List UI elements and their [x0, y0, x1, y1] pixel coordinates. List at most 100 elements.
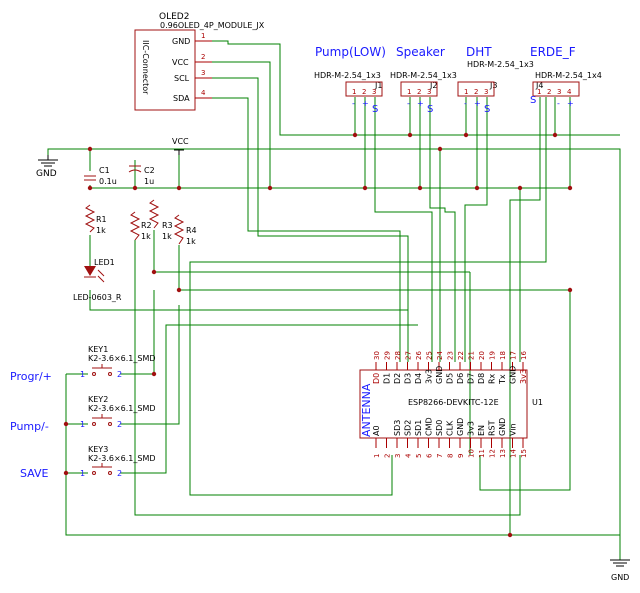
- key-3: SAVE KEY3 K2-3.6×6.1_SMD 1 2: [20, 445, 156, 480]
- key-pin: 1: [80, 370, 85, 379]
- capacitor-c2: [128, 165, 142, 173]
- junction-dot: [552, 132, 558, 138]
- wire: [65, 374, 620, 536]
- scl-wire: [212, 77, 409, 362]
- esp-pin-num: 17: [510, 351, 518, 360]
- oled-body-label: IIC-Connector: [141, 40, 150, 95]
- esp-pin-num: 15: [520, 449, 528, 458]
- esp-pin-name: 3v3: [519, 369, 528, 384]
- vcc-symbol: [174, 149, 184, 155]
- header-sign: -: [464, 99, 467, 108]
- esp-pin-name: CMD: [425, 417, 434, 436]
- header-ref: J2: [429, 81, 437, 90]
- res-value: 1k: [141, 232, 151, 241]
- res-ref: R3: [162, 221, 173, 230]
- junction-dot: [87, 146, 93, 152]
- wire: [120, 324, 418, 474]
- esp-pin-num: 6: [426, 453, 434, 458]
- junction-dot: [417, 185, 423, 191]
- esp-pin-name: D4: [414, 373, 423, 384]
- key-1: Progr/+ KEY1 K2-3.6×6.1_SMD 1 2: [10, 345, 156, 383]
- esp-pin-num: 12: [489, 449, 497, 458]
- header-j4: ERDE_F HDR-M-2.54_1x4 J4 1 2 3 4 S - +: [530, 45, 602, 108]
- junction-dot: [567, 185, 573, 191]
- wire-group: [47, 40, 621, 560]
- junction-dot: [176, 185, 182, 191]
- esp-pin-name: SD1: [414, 420, 423, 436]
- esp-pin-name: A0: [372, 425, 381, 436]
- esp-pin-num: 16: [520, 351, 528, 360]
- header-pin: 1: [407, 88, 411, 96]
- j3-signal-wire: [464, 97, 488, 362]
- esp-pin-num: 2: [384, 454, 392, 458]
- esp-pin-num: 30: [373, 351, 381, 360]
- gnd-label-right: GND: [611, 573, 629, 582]
- junction-dot: [267, 185, 273, 191]
- junction-dot: [176, 287, 182, 293]
- j2-signal-wire: [429, 97, 456, 362]
- esp-pin-num: 21: [468, 351, 476, 360]
- junction-dot: [437, 146, 443, 152]
- esp-body: [359, 369, 528, 439]
- wire: [178, 245, 570, 291]
- cap-value: 0.1u: [99, 177, 117, 186]
- oled-gnd-wire: [212, 40, 620, 136]
- esp-pin-num: 25: [426, 351, 434, 360]
- junction-dot: [362, 185, 368, 191]
- header-title: Speaker: [396, 45, 445, 59]
- key-label: Pump/-: [10, 420, 49, 433]
- header-pin: 3: [427, 88, 431, 96]
- key-value: K2-3.6×6.1_SMD: [88, 354, 156, 363]
- esp-pin-name: GND: [498, 418, 507, 436]
- header-ref: J4: [535, 81, 543, 90]
- esp-pin-name: D1: [383, 373, 392, 384]
- header-j2: Speaker HDR-M-2.54_1x3 J2 1 2 3 - + S: [390, 45, 457, 115]
- header-pin: 1: [464, 88, 468, 96]
- oled-pin-num: 1: [201, 32, 205, 40]
- esp-pin-name: EN: [477, 425, 486, 436]
- res-value: 1k: [96, 226, 106, 235]
- wire: [120, 305, 180, 425]
- junction-dot: [151, 371, 157, 377]
- led-value: LED-0603_R: [73, 293, 122, 302]
- header-sign: +: [417, 99, 424, 108]
- junction-dot: [507, 532, 513, 538]
- esp-pin-num: 7: [436, 454, 444, 458]
- esp-pin-name: GND: [456, 418, 465, 436]
- oled-ref: OLED2: [159, 12, 189, 22]
- esp8266-module: ANTENNA ESP8266-DEVKITC-12E U1 D030D129D…: [359, 351, 543, 458]
- header-pin: 4: [567, 88, 572, 96]
- resistor-r3: [148, 199, 160, 229]
- header-value: HDR-M-2.54_1x3: [467, 60, 534, 69]
- header-body: [345, 81, 383, 97]
- esp-pin-num: 1: [373, 454, 381, 458]
- esp-ref: U1: [532, 398, 543, 407]
- header-value: HDR-M-2.54_1x3: [390, 71, 457, 80]
- junction-dot: [87, 185, 93, 191]
- esp-pin-num: 13: [499, 449, 507, 458]
- esp-pin-num: 14: [510, 449, 518, 458]
- header-j1: Pump(LOW) HDR-M-2.54_1x3 J1 1 2 3 - + S: [314, 45, 386, 115]
- esp-pin-name: D3: [404, 373, 413, 384]
- esp-antenna-label: ANTENNA: [360, 383, 373, 437]
- header-sign: -: [407, 99, 410, 108]
- vcc-label: VCC: [172, 137, 189, 146]
- res-value: 1k: [162, 232, 172, 241]
- header-ref: J3: [489, 81, 497, 90]
- gnd-label-left: GND: [36, 169, 57, 179]
- key-ref: KEY2: [88, 395, 108, 404]
- key-pin: 2: [117, 469, 122, 478]
- esp-pin-name: SD0: [435, 420, 444, 436]
- esp-pin-name: SD2: [404, 420, 413, 436]
- cap-ref: C1: [99, 166, 110, 175]
- key-label: Progr/+: [10, 370, 52, 383]
- header-pin: 2: [362, 88, 366, 96]
- header-pin: 2: [417, 88, 421, 96]
- esp-pin-num: 27: [405, 351, 413, 360]
- esp-pin-num: 19: [489, 351, 497, 360]
- header-pin: 2: [547, 88, 551, 96]
- oled-pin-name: SCL: [174, 74, 190, 83]
- header-sign: +: [474, 99, 481, 108]
- esp-pin-num: 11: [478, 449, 486, 458]
